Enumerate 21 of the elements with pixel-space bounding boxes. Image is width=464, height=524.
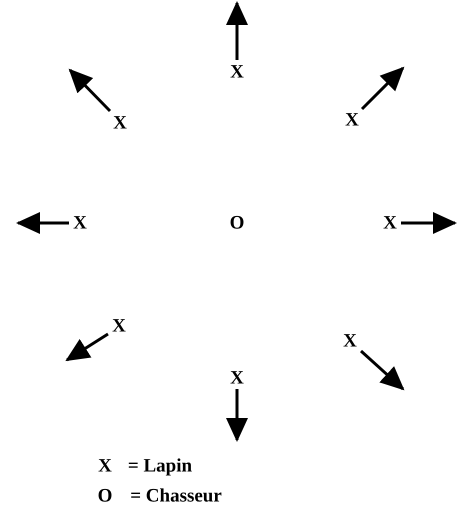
legend-text: O — [98, 486, 112, 506]
arrow — [65, 332, 109, 362]
symbol-label: O — [230, 214, 244, 232]
arrow — [226, 1, 248, 60]
arrow — [16, 212, 69, 234]
symbol-label: X — [113, 114, 127, 132]
arrow — [360, 66, 404, 110]
arrow — [401, 212, 457, 234]
symbol-label: X — [112, 316, 126, 336]
symbol-label: X — [230, 62, 244, 82]
arrow — [226, 389, 248, 442]
symbol-label: X — [73, 214, 87, 232]
symbol-label: X — [230, 368, 244, 388]
symbol-label: X — [345, 110, 359, 130]
legend-text: X — [98, 456, 112, 476]
arrow — [68, 68, 112, 112]
legend-text: = Lapin — [128, 456, 192, 476]
symbol-label: X — [343, 332, 357, 350]
symbol-label: X — [383, 214, 397, 232]
arrow — [360, 350, 404, 390]
legend-text: = Chasseur — [130, 486, 222, 506]
